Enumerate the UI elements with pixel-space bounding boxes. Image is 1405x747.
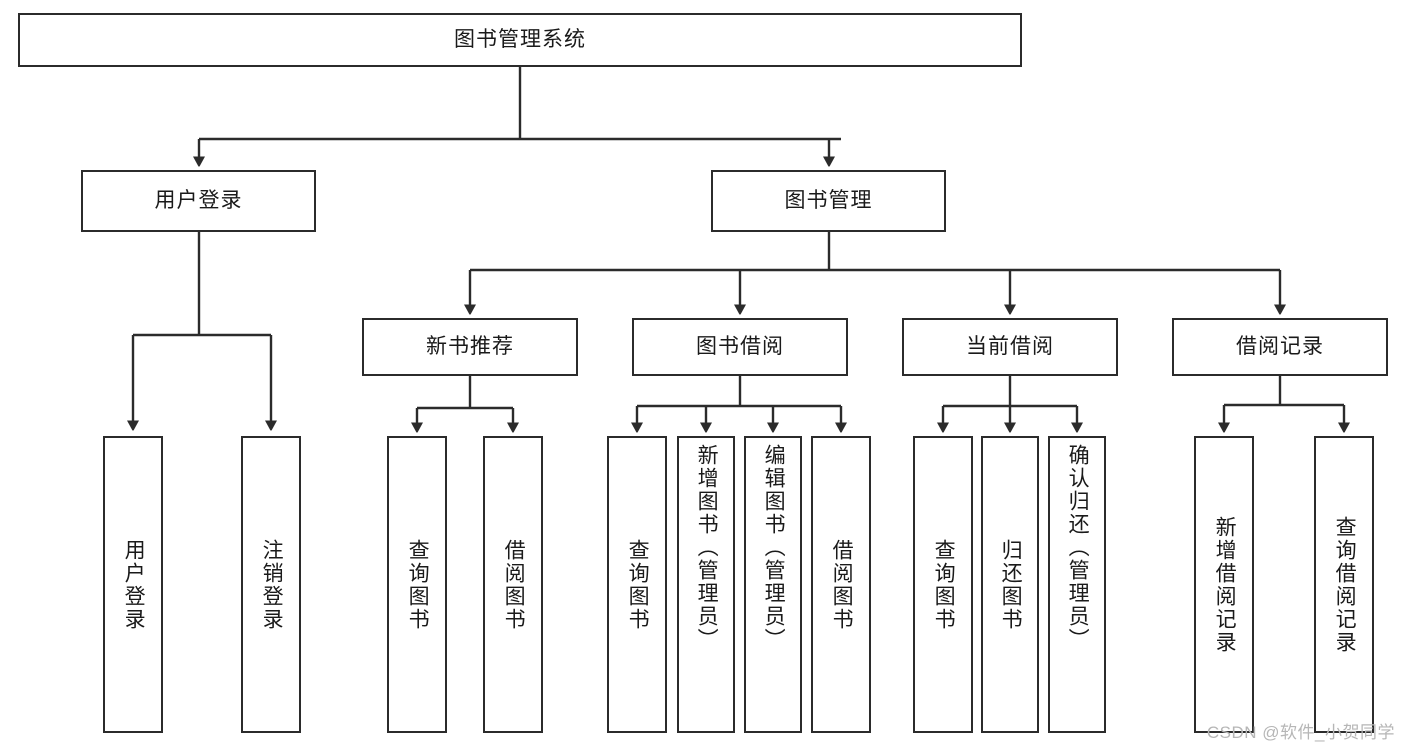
node-book-management-label: 图书管理: [784, 188, 873, 212]
node-root[interactable]: 图书管理系统: [18, 13, 1022, 67]
node-borrow-record[interactable]: 借阅记录: [1172, 318, 1388, 376]
node-borrow-record-label: 借阅记录: [1236, 334, 1324, 358]
node-leaf-borrow-book-rec-label: 借阅图书: [502, 538, 526, 631]
node-leaf-borrow-book-rec[interactable]: 借阅图书: [483, 436, 543, 733]
node-user-login-label: 用户登录: [154, 188, 243, 212]
node-book-management[interactable]: 图书管理: [711, 170, 946, 232]
node-leaf-add-borrow-record[interactable]: 新增借阅记录: [1194, 436, 1254, 733]
node-leaf-user-login[interactable]: 用户登录: [103, 436, 163, 733]
node-new-book-recommend[interactable]: 新书推荐: [362, 318, 578, 376]
node-leaf-query-book-current-label: 查询图书: [932, 538, 956, 631]
node-leaf-confirm-return-admin-label: 确认归还（管理员）: [1066, 444, 1090, 651]
node-book-borrow[interactable]: 图书借阅: [632, 318, 848, 376]
node-leaf-query-borrow-record[interactable]: 查询借阅记录: [1314, 436, 1374, 733]
node-leaf-query-book-current[interactable]: 查询图书: [913, 436, 973, 733]
node-leaf-query-book-borrow[interactable]: 查询图书: [607, 436, 667, 733]
node-leaf-query-book-rec[interactable]: 查询图书: [387, 436, 447, 733]
node-leaf-return-book[interactable]: 归还图书: [981, 436, 1039, 733]
node-leaf-logout-login[interactable]: 注销登录: [241, 436, 301, 733]
node-current-borrow-label: 当前借阅: [966, 334, 1054, 358]
node-leaf-add-borrow-record-label: 新增借阅记录: [1213, 515, 1237, 654]
node-leaf-logout-login-label: 注销登录: [260, 538, 284, 631]
node-leaf-borrow-book-borrow[interactable]: 借阅图书: [811, 436, 871, 733]
node-leaf-add-book-admin-label: 新增图书（管理员）: [695, 444, 719, 651]
node-user-login[interactable]: 用户登录: [81, 170, 316, 232]
node-root-label: 图书管理系统: [454, 27, 586, 51]
node-leaf-edit-book-admin-label: 编辑图书（管理员）: [762, 444, 786, 651]
node-new-book-recommend-label: 新书推荐: [426, 334, 514, 358]
node-leaf-confirm-return-admin[interactable]: 确认归还（管理员）: [1048, 436, 1106, 733]
node-leaf-query-book-rec-label: 查询图书: [406, 538, 430, 631]
node-book-borrow-label: 图书借阅: [696, 334, 784, 358]
node-leaf-query-borrow-record-label: 查询借阅记录: [1333, 515, 1357, 654]
node-leaf-user-login-label: 用户登录: [122, 538, 146, 631]
node-leaf-edit-book-admin[interactable]: 编辑图书（管理员）: [744, 436, 802, 733]
node-leaf-return-book-label: 归还图书: [999, 538, 1023, 631]
node-leaf-add-book-admin[interactable]: 新增图书（管理员）: [677, 436, 735, 733]
node-leaf-borrow-book-borrow-label: 借阅图书: [830, 538, 854, 631]
node-leaf-query-book-borrow-label: 查询图书: [626, 538, 650, 631]
node-current-borrow[interactable]: 当前借阅: [902, 318, 1118, 376]
